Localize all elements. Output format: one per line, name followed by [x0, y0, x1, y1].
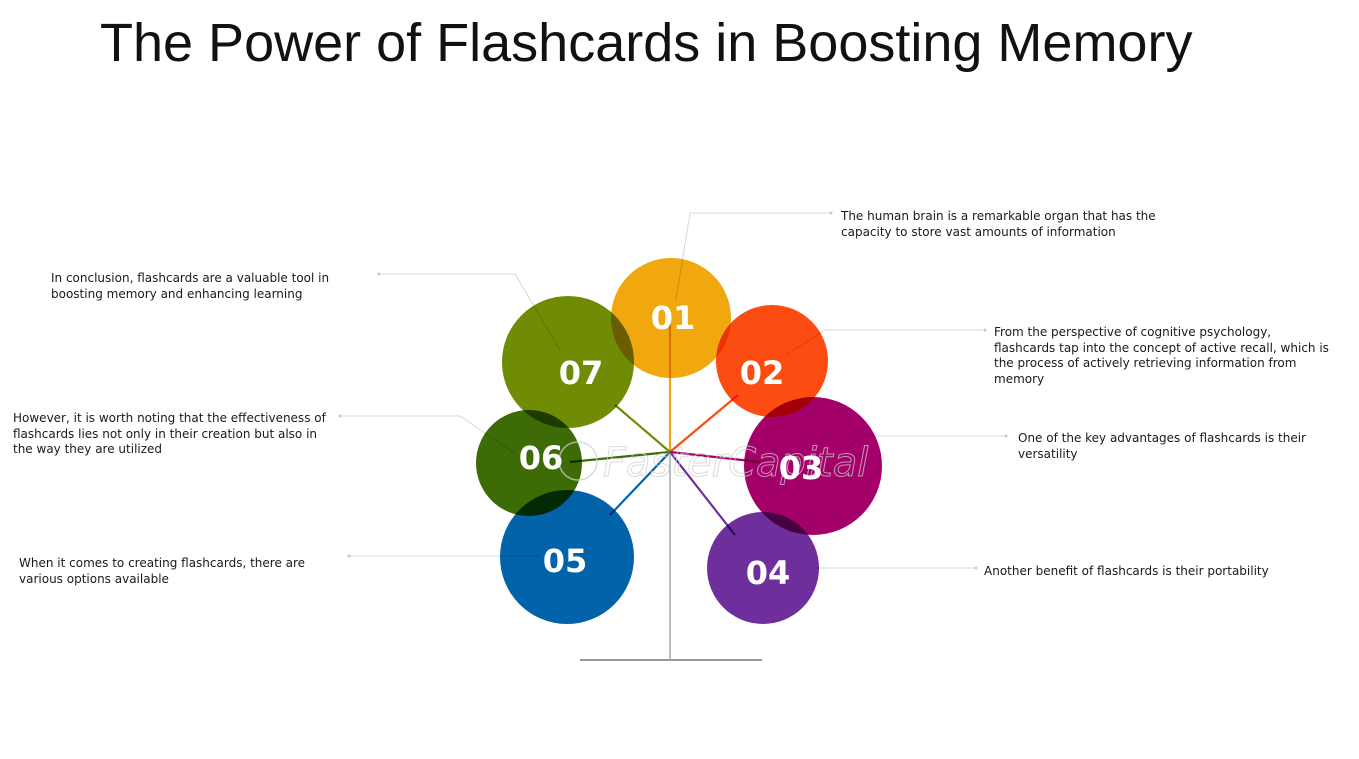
circle-02	[716, 305, 828, 417]
leader-dot-03	[1004, 434, 1008, 438]
page-title: The Power of Flashcards in Boosting Memo…	[100, 13, 1193, 73]
branch-04	[669, 451, 736, 536]
item-02-description: From the perspective of cognitive psycho…	[994, 325, 1329, 386]
number-04: 04	[746, 554, 791, 592]
circle-05	[500, 490, 634, 624]
leader-dots	[338, 211, 1008, 570]
watermark: FasterCapital	[558, 440, 869, 487]
leader-dot-04	[974, 566, 978, 570]
watermark-logo-icon	[558, 441, 598, 481]
branch-07	[614, 404, 671, 453]
item-03-description: One of the key advantages of flashcards …	[1018, 431, 1306, 461]
item-01-description: The human brain is a remarkable organ th…	[841, 209, 1156, 239]
number-03: 03	[779, 449, 824, 487]
leader-dot-02	[983, 328, 987, 332]
branch-06	[569, 450, 671, 464]
number-01: 01	[651, 299, 696, 337]
item-05-description: When it comes to creating flashcards, th…	[19, 556, 306, 586]
circle-06	[476, 410, 582, 516]
circle-numbers: 01 02 03 04 05 06 07	[519, 299, 824, 592]
number-05: 05	[543, 542, 588, 580]
branch-05	[609, 451, 671, 516]
item-07-description: In conclusion, flashcards are a valuable…	[51, 271, 330, 301]
watermark-text: FasterCapital	[603, 440, 868, 486]
item-06-description: However, it is worth noting that the eff…	[13, 411, 326, 456]
leader-dot-01	[829, 211, 833, 215]
item-04-description: Another benefit of flashcards is their p…	[984, 564, 1269, 578]
number-02: 02	[740, 354, 785, 392]
circle-04	[707, 512, 819, 624]
circle-01	[611, 258, 731, 378]
number-07: 07	[559, 354, 604, 392]
leader-dot-07	[377, 272, 381, 276]
circle-07	[502, 296, 634, 428]
number-06: 06	[519, 439, 564, 477]
branch-02	[669, 394, 739, 453]
leader-dot-05	[347, 554, 351, 558]
leader-dot-06	[338, 414, 342, 418]
circle-03	[744, 397, 882, 535]
circles	[476, 258, 882, 624]
